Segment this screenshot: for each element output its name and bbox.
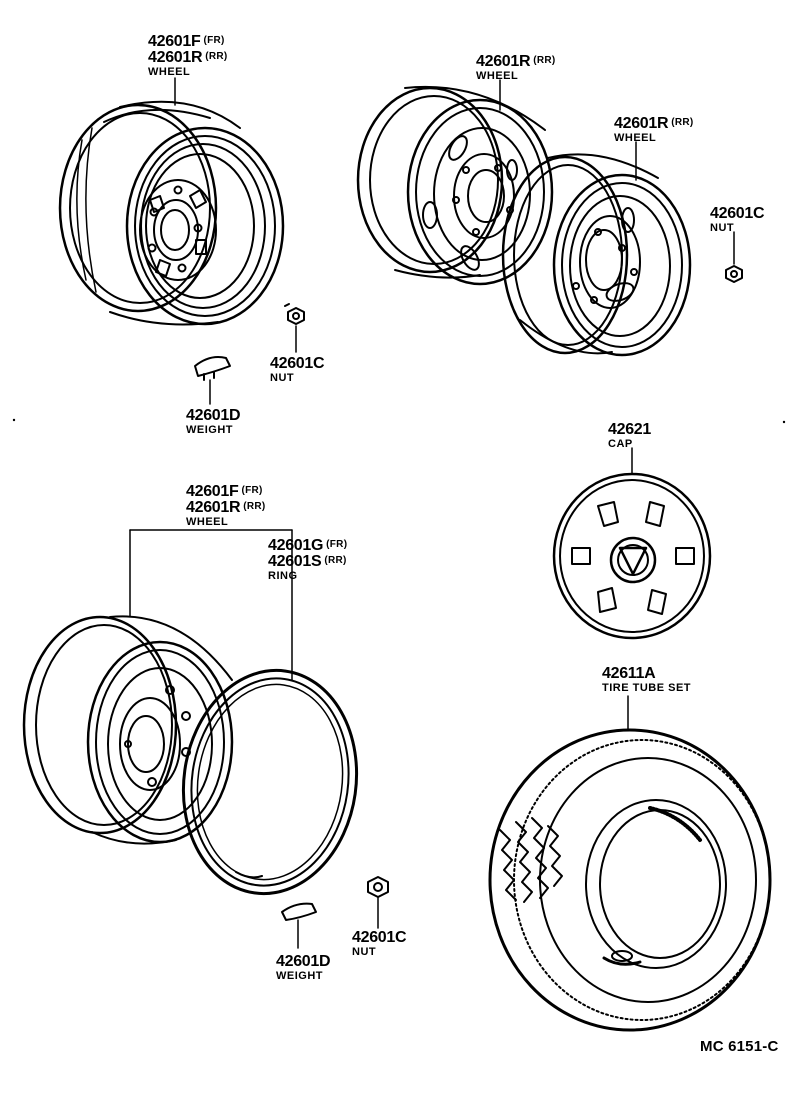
callout-wheel-bottom-left: 42601F(FR) 42601R(RR) WHEEL <box>186 484 266 528</box>
callout-wheel-top-left: 42601F(FR) 42601R(RR) WHEEL <box>148 34 228 78</box>
part-name: WHEEL <box>476 70 519 82</box>
callout-nut-top-left: 42601C NUT <box>270 355 325 384</box>
part-name: WHEEL <box>186 516 229 528</box>
callout-nut-bottom: 42601C NUT <box>352 929 407 958</box>
part-name: WEIGHT <box>186 424 233 436</box>
part-suffix: (RR) <box>671 117 694 128</box>
wheel-top-mid-drawing <box>358 87 552 284</box>
part-number: 42601F <box>148 33 201 50</box>
part-suffix: (FR) <box>241 485 263 496</box>
wheel-top-right-drawing <box>503 154 690 355</box>
part-name: RING <box>268 570 298 582</box>
nut-bottom-drawing <box>368 877 388 897</box>
part-name: NUT <box>270 372 295 384</box>
callout-ring: 42601G(FR) 42601S(RR) RING <box>268 538 347 582</box>
part-name: WEIGHT <box>276 970 323 982</box>
part-name: NUT <box>352 946 377 958</box>
part-suffix: (FR) <box>326 539 348 550</box>
tire-tube-set-drawing <box>490 730 770 1030</box>
part-number: 42601D <box>276 953 331 970</box>
part-number: 42601R <box>186 499 241 516</box>
callout-wheel-top-right: 42601R(RR) WHEEL <box>614 116 694 144</box>
wheel-bottom-left-drawing <box>24 616 232 843</box>
part-number: 42601C <box>710 205 765 222</box>
ring-drawing <box>169 659 371 905</box>
part-number: 42601C <box>270 355 325 372</box>
nut-top-right-drawing <box>726 266 742 282</box>
part-number: 42601F <box>186 483 239 500</box>
hub-cap-drawing <box>554 474 710 638</box>
callout-tire-tube-set: 42611A TIRE TUBE SET <box>602 666 691 694</box>
part-number: 42611A <box>602 665 656 682</box>
part-suffix: (RR) <box>243 501 266 512</box>
part-suffix: (RR) <box>324 555 347 566</box>
part-suffix: (RR) <box>205 51 228 62</box>
callout-weight-top-left: 42601D WEIGHT <box>186 407 241 436</box>
part-name: WHEEL <box>148 66 191 78</box>
part-number: 42601D <box>186 407 241 424</box>
callout-nut-top-right: 42601C NUT <box>710 205 765 234</box>
part-number: 42621 <box>608 421 651 438</box>
weight-bottom-drawing <box>282 904 316 920</box>
callout-wheel-top-mid: 42601R(RR) WHEEL <box>476 54 556 82</box>
part-suffix: (RR) <box>533 55 556 66</box>
part-number: 42601G <box>268 537 324 554</box>
part-name: TIRE TUBE SET <box>602 682 692 694</box>
part-name: WHEEL <box>614 132 657 144</box>
part-name: CAP <box>608 438 633 450</box>
part-name: NUT <box>710 222 735 234</box>
part-number: 42601C <box>352 929 407 946</box>
part-number: 42601R <box>614 115 669 132</box>
part-number: 42601R <box>148 49 203 66</box>
part-suffix: (FR) <box>203 35 225 46</box>
weight-top-left-drawing <box>195 357 230 380</box>
callout-weight-bottom: 42601D WEIGHT <box>276 953 331 982</box>
part-number: 42601S <box>268 553 322 570</box>
part-number: 42601R <box>476 53 531 70</box>
nut-top-left-drawing <box>285 304 304 324</box>
callout-cap: 42621 CAP <box>608 422 651 450</box>
wheel-top-left-drawing <box>60 102 283 325</box>
diagram-code: MC 6151-C <box>700 1038 779 1055</box>
